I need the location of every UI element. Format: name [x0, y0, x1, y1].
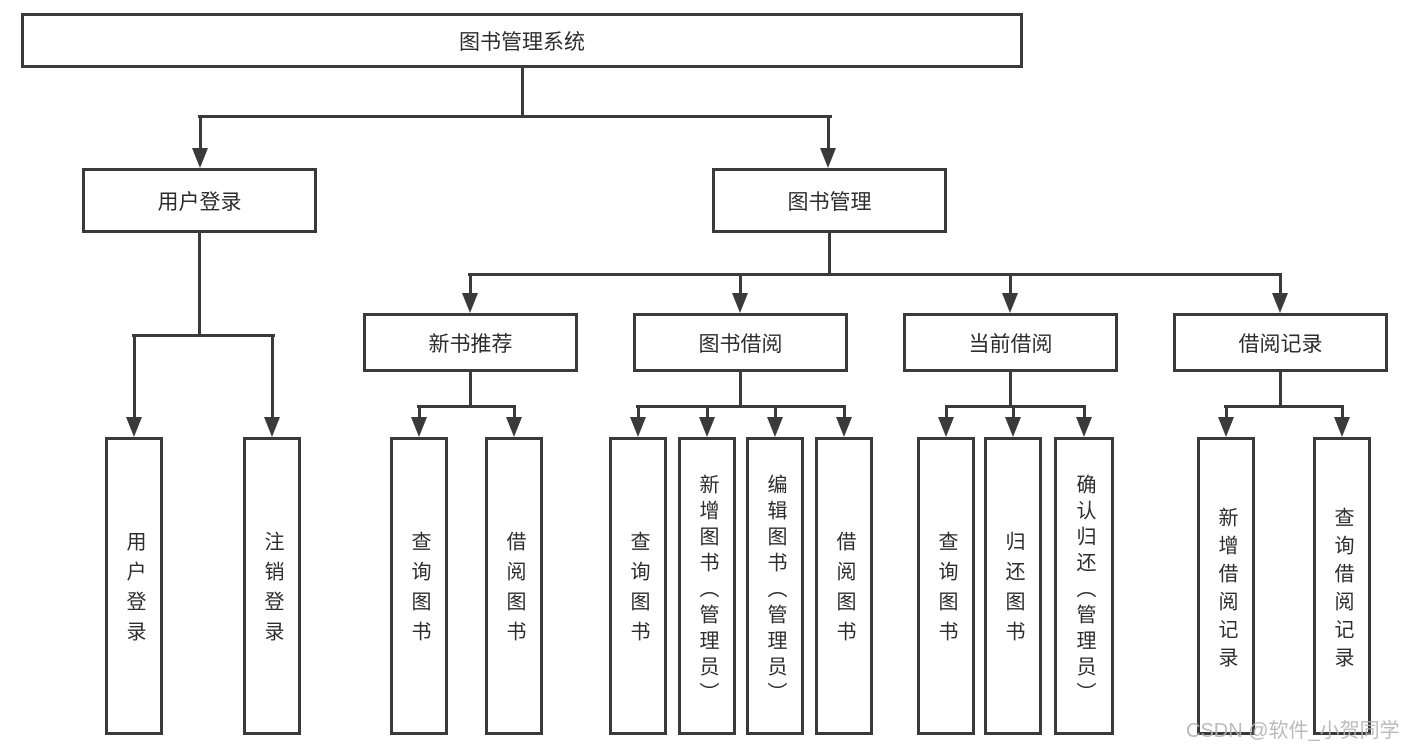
arrow-down-icon: [462, 293, 478, 313]
leaf-cb-return-books: 归还图书: [984, 437, 1042, 735]
connector-vline: [1279, 273, 1282, 297]
leaf-user-login: 用户登录: [105, 437, 163, 735]
arrow-down-icon: [767, 417, 783, 437]
connector-vline: [843, 405, 846, 419]
node-new-book-recommend-label: 新书推荐: [428, 332, 513, 356]
leaf-cb-return-books-label: 归还图书: [1002, 531, 1024, 651]
node-borrowing-records-label: 借阅记录: [1238, 332, 1323, 356]
leaf-bb-query-books-label: 查询图书: [627, 531, 649, 651]
connector-vline: [1225, 405, 1228, 419]
connector-vline: [418, 405, 421, 419]
connector-vline: [945, 405, 948, 419]
connector-hline: [945, 405, 1086, 408]
leaf-cb-confirm-return-admin-label: 确认归还（管理员）: [1073, 474, 1095, 708]
connector-vline: [513, 405, 516, 419]
connector-hline: [1224, 405, 1344, 408]
connector-vline: [469, 372, 472, 408]
leaf-cb-confirm-return-admin: 确认归还（管理员）: [1054, 437, 1114, 735]
leaf-br-query-record: 查询借阅记录: [1313, 437, 1371, 735]
connector-vline: [199, 115, 202, 150]
arrow-down-icon: [699, 417, 715, 437]
leaf-bb-edit-books-admin: 编辑图书（管理员）: [746, 437, 804, 735]
arrow-down-icon: [1076, 417, 1092, 437]
node-new-book-recommend: 新书推荐: [363, 313, 578, 372]
leaf-nb-query-books-label: 查询图书: [408, 531, 430, 651]
leaf-nb-borrow-books-label: 借阅图书: [503, 531, 525, 651]
arrow-down-icon: [1002, 293, 1018, 313]
arrow-down-icon: [1005, 417, 1021, 437]
connector-vline: [271, 334, 274, 420]
arrow-down-icon: [1334, 417, 1350, 437]
arrow-down-icon: [820, 148, 836, 168]
connector-vline: [774, 405, 777, 419]
connector-vline: [739, 273, 742, 297]
node-current-borrowing: 当前借阅: [903, 313, 1118, 372]
node-book-management: 图书管理: [712, 168, 947, 233]
leaf-user-login-label: 用户登录: [123, 531, 145, 651]
leaf-bb-add-books-admin-label: 新增图书（管理员）: [696, 474, 718, 708]
node-book-management-label: 图书管理: [787, 190, 872, 214]
connector-vline: [1009, 273, 1012, 297]
connector-hline: [132, 334, 275, 337]
leaf-cb-query-books: 查询图书: [917, 437, 975, 735]
node-root-label: 图书管理系统: [459, 30, 585, 54]
arrow-down-icon: [732, 293, 748, 313]
leaf-bb-query-books: 查询图书: [609, 437, 667, 735]
leaf-bb-edit-books-admin-label: 编辑图书（管理员）: [764, 474, 786, 708]
arrow-down-icon: [630, 417, 646, 437]
leaf-nb-borrow-books: 借阅图书: [485, 437, 543, 735]
connector-vline: [637, 405, 640, 419]
connector-vline: [1083, 405, 1086, 419]
connector-vline: [133, 334, 136, 420]
arrow-down-icon: [411, 417, 427, 437]
arrow-down-icon: [836, 417, 852, 437]
node-user-login: 用户登录: [82, 168, 317, 233]
connector-hline: [417, 405, 516, 408]
node-root: 图书管理系统: [21, 13, 1023, 68]
connector-vline: [1009, 372, 1012, 408]
node-user-login-label: 用户登录: [157, 190, 242, 214]
connector-hline: [636, 405, 846, 408]
leaf-br-add-record-label: 新增借阅记录: [1215, 507, 1237, 675]
leaf-logout-label: 注销登录: [261, 531, 283, 651]
arrow-down-icon: [264, 417, 280, 437]
leaf-bb-add-books-admin: 新增图书（管理员）: [678, 437, 736, 735]
connector-vline: [469, 273, 472, 297]
connector-hline: [198, 115, 832, 118]
arrow-down-icon: [1218, 417, 1234, 437]
arrow-down-icon: [1272, 293, 1288, 313]
leaf-bb-borrow-books: 借阅图书: [815, 437, 873, 735]
leaf-bb-borrow-books-label: 借阅图书: [833, 531, 855, 651]
connector-vline: [739, 372, 742, 408]
connector-vline: [1012, 405, 1015, 419]
connector-vline: [828, 233, 831, 276]
node-borrowing-records: 借阅记录: [1173, 313, 1388, 372]
connector-vline: [521, 68, 524, 115]
node-current-borrowing-label: 当前借阅: [968, 332, 1053, 356]
connector-vline: [1341, 405, 1344, 419]
leaf-nb-query-books: 查询图书: [390, 437, 448, 735]
connector-vline: [1279, 372, 1282, 408]
leaf-logout: 注销登录: [243, 437, 301, 735]
leaf-br-query-record-label: 查询借阅记录: [1331, 507, 1353, 675]
arrow-down-icon: [938, 417, 954, 437]
connector-vline: [198, 233, 201, 337]
arrow-down-icon: [192, 148, 208, 168]
connector-hline: [468, 273, 1282, 276]
leaf-br-add-record: 新增借阅记录: [1197, 437, 1255, 735]
arrow-down-icon: [126, 417, 142, 437]
watermark: CSDN @软件_小贺同学: [1186, 720, 1400, 742]
connector-vline: [706, 405, 709, 419]
node-book-borrowing-label: 图书借阅: [698, 332, 783, 356]
connector-vline: [827, 115, 830, 150]
arrow-down-icon: [506, 417, 522, 437]
node-book-borrowing: 图书借阅: [633, 313, 848, 372]
leaf-cb-query-books-label: 查询图书: [935, 531, 957, 651]
